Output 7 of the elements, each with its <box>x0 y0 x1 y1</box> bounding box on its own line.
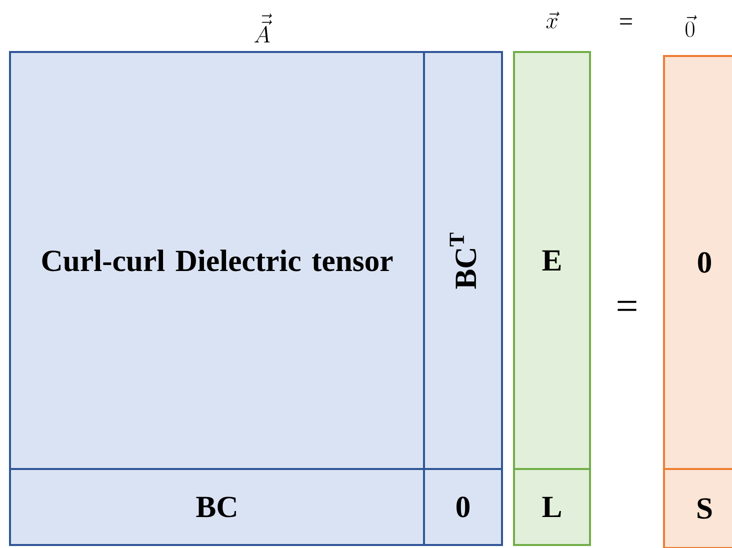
matrix-block: 0 <box>423 468 503 546</box>
matrix-block: L <box>513 468 591 546</box>
equals-sign: = <box>618 300 636 311</box>
equals-sign: = <box>620 18 632 25</box>
vector-symbol: $\vec{x}$ <box>546 12 560 28</box>
vector-symbol: $\vec{0}$ <box>686 15 697 38</box>
matrix-block: S <box>663 468 732 548</box>
